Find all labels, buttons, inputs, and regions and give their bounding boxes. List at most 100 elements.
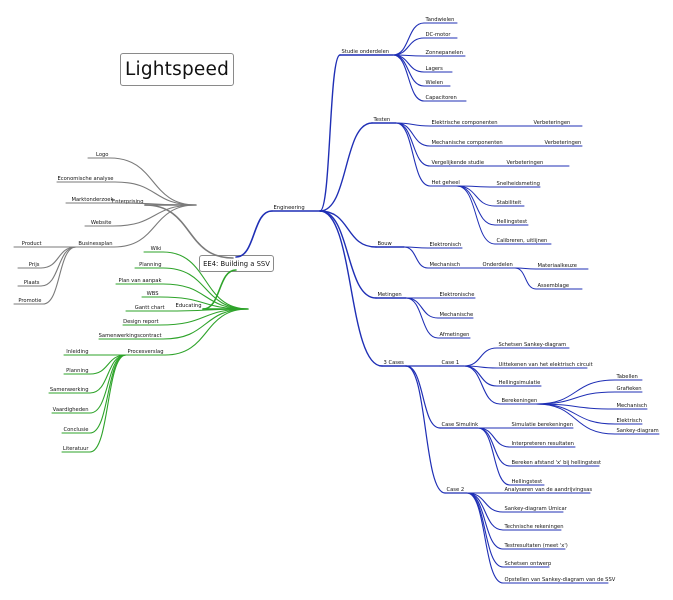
topic-sankey-diagram-umicar[interactable]: Sankey-diagram Umicar [505, 506, 568, 512]
topic-plaats[interactable]: Plaats [24, 280, 40, 286]
topic-materiaalkeuze[interactable]: Materiaalkeuze [538, 263, 577, 269]
connector-grafieken [535, 391, 616, 405]
topic-grafieken[interactable]: Grafieken [617, 386, 642, 392]
topic-uittekenen-van-het-elektrisch-circuit[interactable]: Uittekenen van het elektrisch circuit [499, 362, 593, 368]
map-title: Lightspeed [120, 53, 234, 86]
topic-wielen[interactable]: Wielen [426, 80, 444, 86]
topic-schetsen-sankey-diagram[interactable]: Schetsen Sankey-diagram [499, 342, 567, 348]
topic-economische-analyse[interactable]: Economische analyse [58, 176, 114, 182]
topic-case-simulink[interactable]: Case Simulink [442, 422, 479, 428]
topic-literatuur[interactable]: Literatuur [63, 446, 89, 452]
connector-conclusie [89, 354, 127, 434]
connector-enterprising [144, 204, 234, 259]
topic-analyseren-van-de-aandrijvingsas[interactable]: Analyseren van de aandrijvingsas [505, 487, 593, 493]
topic-wiki[interactable]: Wiki [151, 246, 162, 252]
topic-businessplan[interactable]: Businessplan [78, 241, 112, 247]
topic-simulatie-berekeningen[interactable]: Simulatie berekeningen [512, 422, 574, 428]
topic-gantt-chart[interactable]: Gantt chart [135, 305, 165, 311]
topic-procesverslag[interactable]: Procesverslag [128, 349, 164, 355]
topic-elektronisch[interactable]: Elektronisch [430, 242, 462, 248]
topic-het-geheel[interactable]: Het geheel [432, 180, 460, 186]
connector-metingen [319, 210, 377, 299]
connector-capacitoren [392, 54, 425, 102]
topic-planning[interactable]: Planning [139, 262, 161, 268]
topic-hellingsimulatie[interactable]: Hellingsimulatie [499, 380, 541, 386]
connector-schetsen-sankey-diagram [463, 347, 498, 367]
topic-testresultaten-meet-x[interactable]: Testresultaten (meet 'x') [504, 543, 568, 549]
topic-prijs[interactable]: Prijs [29, 262, 40, 268]
topic-planning[interactable]: Planning [66, 368, 88, 374]
topic-assemblage[interactable]: Assemblage [538, 283, 570, 289]
topic-mechanische[interactable]: Mechanische [440, 312, 474, 318]
connector-case-simulink [405, 365, 441, 429]
topic-vaardigheden[interactable]: Vaardigheden [53, 407, 89, 413]
topic-calibreren-uitlijnen[interactable]: Calibreren, uitlijnen [497, 238, 548, 244]
connector-logo [109, 157, 197, 206]
topic-snelheidsmeting[interactable]: Snelheidsmeting [497, 181, 540, 187]
topic-elektronische[interactable]: Elektronische [440, 292, 475, 298]
topic-afmetingen[interactable]: Afmetingen [440, 332, 470, 338]
topic-schetsen-ontwerp[interactable]: Schetsen ontwerp [505, 561, 553, 567]
connector-mechanische-componenten [395, 122, 431, 147]
connector-promotie [42, 246, 77, 305]
connector-engineering [235, 210, 273, 258]
connector-dc-motor [392, 37, 425, 56]
topic-case-1[interactable]: Case 1 [442, 360, 460, 366]
topic-samenwerking[interactable]: Samenwerking [50, 387, 89, 393]
topic-logo[interactable]: Logo [96, 152, 108, 158]
topic-conclusie[interactable]: Conclusie [63, 427, 88, 433]
topic-hellingstest[interactable]: Hellingstest [497, 219, 528, 225]
topic-product[interactable]: Product [22, 241, 42, 247]
topic-zonnepanelen[interactable]: Zonnepanelen [426, 50, 463, 56]
topic-berekeningen[interactable]: Berekeningen [502, 398, 538, 404]
connector-opstellen-van-sankey-diagram-van-de-ssv [466, 492, 504, 584]
topic-testen[interactable]: Testen [373, 117, 391, 123]
topic-design-report[interactable]: Design report [123, 319, 158, 325]
topic-tabellen[interactable]: Tabellen [616, 374, 638, 380]
topic-metingen[interactable]: Metingen [378, 292, 402, 298]
topic-promotie[interactable]: Promotie [18, 298, 41, 304]
topic-elektrische-componenten[interactable]: Elektrische componenten [432, 120, 498, 126]
topic-engineering[interactable]: Engineering [274, 205, 305, 211]
topic-wbs[interactable]: WBS [147, 291, 159, 297]
topic-inleiding[interactable]: Inleiding [66, 349, 88, 355]
topic-educating[interactable]: Educating [176, 303, 202, 309]
topic-verbeteringen[interactable]: Verbeteringen [534, 120, 571, 126]
topic-bereken-afstand-x-bij-hellingstest[interactable]: Bereken afstand 'x' bij hellingstest [512, 460, 602, 466]
topic-plan-van-aanpak[interactable]: Plan van aanpak [119, 278, 162, 284]
topic-stabiliteit[interactable]: Stabiliteit [497, 200, 522, 206]
topic-mechanische-componenten[interactable]: Mechanische componenten [432, 140, 503, 146]
central-topic[interactable]: EE4: Building a SSV [199, 255, 274, 272]
topic-opstellen-van-sankey-diagram-van-de-ssv[interactable]: Opstellen van Sankey-diagram van de SSV [505, 577, 616, 583]
topic-interpreteren-resultaten[interactable]: Interpreteren resultaten [512, 441, 574, 447]
map-title-text: Lightspeed [124, 59, 230, 80]
topic-sankey-diagram[interactable]: Sankey-diagram [617, 428, 659, 434]
topic-onderdelen[interactable]: Onderdelen [483, 262, 513, 268]
connector-sankey-diagram [535, 403, 616, 435]
topic-dc-motor[interactable]: DC-motor [426, 32, 452, 38]
topic-marktonderzoek[interactable]: Marktonderzoek [72, 197, 114, 203]
topic-studie-onderdelen[interactable]: Studie onderdelen [342, 49, 390, 55]
topic-verbeteringen[interactable]: Verbeteringen [545, 140, 582, 146]
topic-case-2[interactable]: Case 2 [447, 487, 465, 493]
topic-3-cases[interactable]: 3 Cases [384, 360, 405, 366]
connector-bereken-afstand-x-bij-hellingstest [477, 427, 511, 467]
topic-capacitoren[interactable]: Capacitoren [426, 95, 457, 101]
connector-wiki [162, 251, 249, 310]
topic-vergelijkende-studie[interactable]: Vergelijkende studie [432, 160, 485, 166]
topic-enterprising[interactable]: Enterprising [112, 199, 144, 205]
topic-mechanisch[interactable]: Mechanisch [430, 262, 461, 268]
topic-website[interactable]: Website [91, 220, 112, 226]
topic-tandwielen[interactable]: Tandwielen [425, 17, 455, 23]
central-topic-label: EE4: Building a SSV [203, 259, 270, 268]
topic-bouw[interactable]: Bouw [378, 241, 393, 247]
topic-samenwerkingscontract[interactable]: Samenwerkingscontract [99, 333, 162, 339]
topic-mechanisch[interactable]: Mechanisch [617, 403, 648, 409]
topic-elektrisch[interactable]: Elektrisch [617, 418, 642, 424]
topic-verbeteringen[interactable]: Verbeteringen [507, 160, 544, 166]
connector-testen [319, 122, 373, 212]
connector-procesverslag [164, 308, 249, 356]
topic-technische-rekeningen[interactable]: Technische rekeningen [504, 524, 564, 530]
topic-lagers[interactable]: Lagers [426, 66, 444, 72]
topic-hellingstest[interactable]: Hellingstest [512, 479, 543, 485]
